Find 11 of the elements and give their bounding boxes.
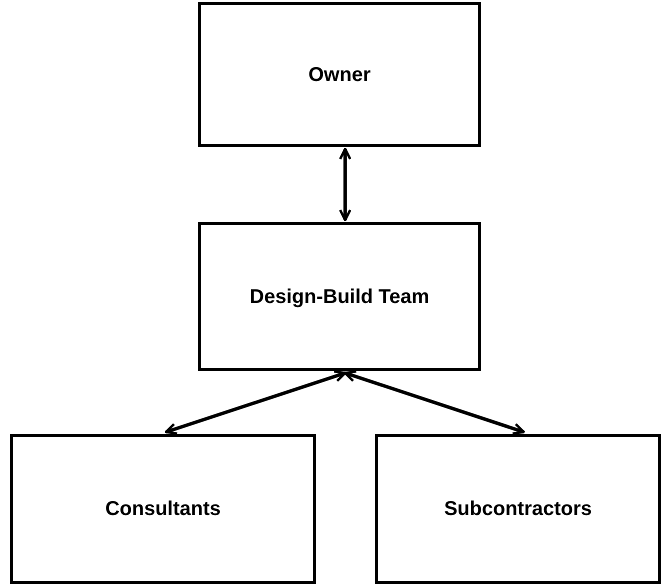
- role-box: [198, 222, 481, 371]
- double-arrow: [344, 370, 525, 435]
- double-arrow: [164, 370, 346, 435]
- role-box: [10, 434, 316, 584]
- double-arrow: [338, 148, 352, 222]
- role-label: Owner: [308, 62, 371, 88]
- role-box: [375, 434, 661, 584]
- role-label: Subcontractors: [444, 497, 592, 522]
- role-label: Design-Build Team: [250, 284, 430, 310]
- role-label: Consultants: [105, 497, 221, 522]
- role-box: [198, 2, 481, 147]
